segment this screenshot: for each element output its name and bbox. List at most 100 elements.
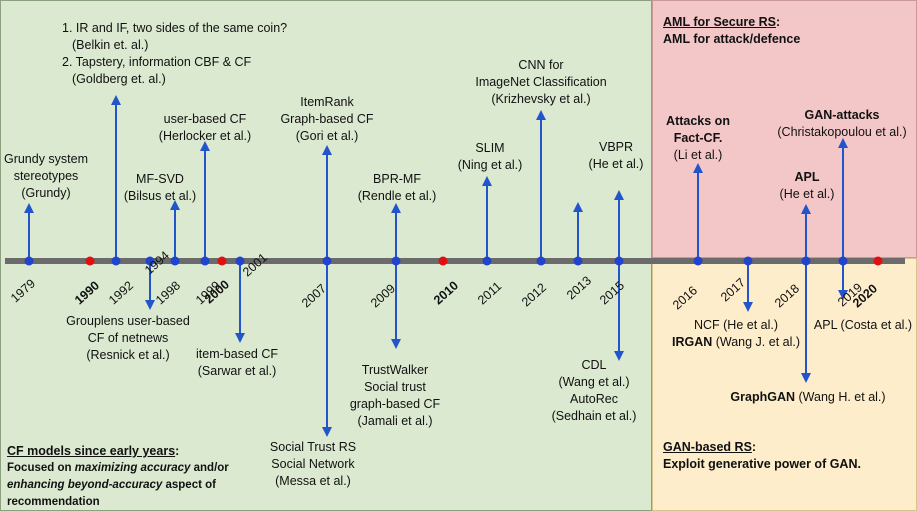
timeline-node-2020	[873, 256, 883, 266]
event-cnn-line: (Krizhevsky et al.)	[491, 92, 591, 106]
event-slim-line: (Ning et al.)	[457, 158, 523, 172]
event-grouplens-line: Grouplens user-based	[66, 314, 190, 328]
gan-subtitle: Exploit generative power of GAN.	[663, 457, 861, 471]
event-bpr-mf: BPR-MF (Rendle et al.)	[358, 171, 437, 205]
cf-header: CF models since early years:	[7, 443, 179, 460]
event-apl-line: APL	[794, 170, 820, 184]
aml-colon: :	[776, 15, 781, 29]
event-gan-attacks: GAN-attacks (Christakopoulou et al.)	[777, 107, 906, 141]
event-slim-line: SLIM	[475, 141, 505, 155]
event-trustwalker: TrustWalker Social trust graph-based CF …	[350, 362, 440, 430]
event-social-trust-line: Social Trust RS	[269, 440, 357, 454]
cf-colon: :	[175, 444, 180, 458]
cf-desc-text: and/or	[190, 462, 229, 474]
event-goldberg-line: 2. Tapstery, information CBF & CF	[62, 55, 252, 69]
graphgan-authors: (Wang H. et al.)	[795, 390, 886, 404]
event-apl-costa: APL (Costa et al.)	[814, 317, 912, 334]
event-itemrank-line: ItemRank	[300, 95, 354, 109]
event-social-trust-rs: Social Trust RS Social Network (Messa et…	[270, 439, 356, 490]
event-belkin-line: 1. IR and IF, two sides of the same coin…	[62, 21, 288, 35]
event-trustwalker-line: TrustWalker	[361, 363, 429, 377]
timeline-node-2013	[573, 256, 583, 266]
event-apl-line: (He et al.)	[779, 187, 835, 201]
timeline-node-2010	[438, 256, 448, 266]
event-grundy: Grundy system stereotypes (Grundy)	[4, 151, 88, 202]
timeline-node-1994	[145, 256, 155, 266]
event-mfsvd: MF-SVD (Bilsus et al.)	[124, 171, 196, 205]
event-cnn-line: CNN for	[518, 58, 564, 72]
event-goldberg-line: (Goldberg et. al.)	[72, 72, 166, 86]
timeline-node-1990	[85, 256, 95, 266]
event-attacks-line: Fact-CF.	[673, 131, 723, 145]
timeline-node-2018	[801, 256, 811, 266]
timeline-node-2016	[693, 256, 703, 266]
event-bpr-mf-line: BPR-MF	[373, 172, 421, 186]
event-cdl-line: (Wang et al.)	[558, 375, 630, 389]
event-attacks-line: Attacks on	[666, 114, 730, 128]
event-mfsvd-line: (Bilsus et al.)	[123, 189, 197, 203]
event-graphgan: GraphGAN (Wang H. et al.)	[730, 389, 885, 406]
event-vbpr: VBPR (He et al.)	[589, 139, 644, 173]
aml-region	[652, 0, 917, 258]
irgan-name: IRGAN	[671, 335, 713, 349]
gan-title: GAN-based RS	[663, 440, 752, 454]
cf-desc-emphasis: maximizing accuracy	[74, 462, 191, 474]
event-slim: SLIM (Ning et al.)	[458, 140, 523, 174]
timeline-node-2011	[482, 256, 492, 266]
cf-desc-text: recommendation	[7, 496, 100, 508]
event-gan-attacks-line: GAN-attacks	[804, 108, 880, 122]
timeline-node-2007	[322, 256, 332, 266]
cf-title: CF models since early years	[7, 444, 176, 458]
event-trustwalker-line: graph-based CF	[349, 397, 441, 411]
event-cdl-line: CDL	[581, 358, 607, 372]
event-mfsvd-line: MF-SVD	[136, 172, 184, 186]
event-user-based-line: user-based CF	[163, 112, 247, 126]
event-grundy-line: (Grundy)	[21, 186, 71, 200]
timeline-node-1999	[200, 256, 210, 266]
event-cdl-autorec: CDL (Wang et al.) AutoRec (Sedhain et al…	[552, 357, 637, 425]
event-attacks-line: (Li et al.)	[673, 148, 723, 162]
event-grundy-line: stereotypes	[13, 169, 79, 183]
event-gan-attacks-line: (Christakopoulou et al.)	[777, 125, 907, 139]
event-user-based-line: (Herlocker et al.)	[158, 129, 252, 143]
event-cnn-line: ImageNet Classification	[475, 75, 607, 89]
timeline-node-1998	[170, 256, 180, 266]
event-vbpr-line: (He et al.)	[588, 157, 644, 171]
event-belkin-line: (Belkin et. al.)	[72, 38, 149, 52]
event-trustwalker-line: (Jamali et al.)	[357, 414, 433, 428]
irgan-authors: (Wang J. et al.)	[712, 335, 801, 349]
event-user-based-cf: user-based CF (Herlocker et al.)	[159, 111, 251, 145]
cf-desc-text: aspect of	[162, 479, 216, 491]
timeline-node-2012	[536, 256, 546, 266]
event-apl: APL (He et al.)	[780, 169, 835, 203]
event-item-based-line: item-based CF	[196, 347, 278, 361]
aml-subtitle: AML for attack/defence	[663, 32, 801, 46]
event-irgan-line: IRGAN (Wang J. et al.)	[672, 334, 800, 351]
event-itemrank: ItemRank Graph-based CF (Gori et al.)	[280, 94, 373, 145]
event-belkin-goldberg: 1. IR and IF, two sides of the same coin…	[62, 20, 287, 88]
event-ncf-irgan: NCF (He et al.) IRGAN (Wang J. et al.)	[672, 317, 800, 351]
event-social-trust-line: (Messa et al.)	[275, 474, 351, 488]
event-grundy-line: Grundy system	[3, 152, 89, 166]
event-item-based-cf: item-based CF (Sarwar et al.)	[196, 346, 278, 380]
timeline-node-2000	[217, 256, 227, 266]
event-item-based-line: (Sarwar et al.)	[197, 364, 277, 378]
timeline-node-1979	[24, 256, 34, 266]
event-autorec-line: (Sedhain et al.)	[551, 409, 637, 423]
event-autorec-line: AutoRec	[570, 392, 618, 406]
gan-colon: :	[751, 440, 757, 454]
gan-header: GAN-based RS: Exploit generative power o…	[663, 439, 861, 473]
event-vbpr-line: VBPR	[598, 140, 634, 154]
event-grouplens-line: CF of netnews	[87, 331, 169, 345]
event-grouplens: Grouplens user-based CF of netnews (Resn…	[66, 313, 190, 364]
event-apl-costa-line: APL (Costa et al.)	[813, 318, 913, 332]
event-ncf-line: NCF (He et al.)	[693, 318, 779, 332]
cf-desc-emphasis: enhancing beyond-accuracy	[7, 479, 163, 491]
event-grouplens-line: (Resnick et al.)	[86, 348, 170, 362]
event-attacks-fact-cf: Attacks on Fact-CF. (Li et al.)	[666, 113, 730, 164]
cf-desc-text: Focused on	[7, 462, 75, 474]
event-graphgan-line: GraphGAN (Wang H. et al.)	[730, 389, 885, 406]
timeline-node-2009	[391, 256, 401, 266]
